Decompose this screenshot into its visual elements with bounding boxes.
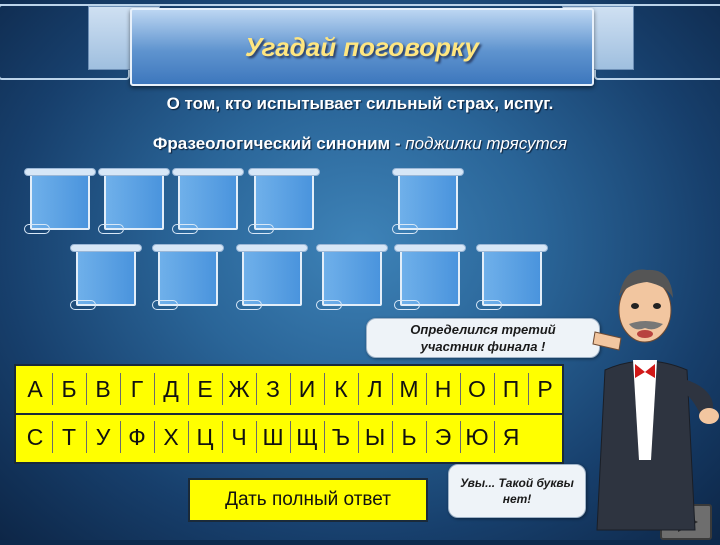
- key-divider: [86, 421, 87, 453]
- answer-tile: [236, 244, 308, 310]
- letter-key[interactable]: Ф: [128, 423, 146, 450]
- letter-key[interactable]: И: [298, 375, 316, 402]
- letter-key[interactable]: Д: [163, 375, 179, 402]
- key-divider: [290, 373, 291, 405]
- letter-key[interactable]: Ю: [465, 423, 489, 450]
- answer-tile: [392, 168, 464, 234]
- full-answer-label: Дать полный ответ: [225, 489, 391, 510]
- key-divider: [426, 373, 427, 405]
- answer-tile: [248, 168, 320, 234]
- key-divider: [460, 373, 461, 405]
- host-character: [575, 260, 720, 540]
- answer-tile: [172, 168, 244, 234]
- key-divider: [120, 373, 121, 405]
- key-divider: [188, 373, 189, 405]
- key-divider: [494, 373, 495, 405]
- key-divider: [392, 421, 393, 453]
- key-divider: [52, 373, 53, 405]
- letter-key[interactable]: Г: [130, 375, 144, 402]
- letter-key[interactable]: Б: [61, 375, 77, 402]
- key-divider: [392, 373, 393, 405]
- answer-tile: [24, 168, 96, 234]
- letter-key[interactable]: Ч: [231, 423, 247, 450]
- title-banner: Угадай поговорку: [130, 8, 594, 86]
- finalist-speech-bubble: Определился третий участник финала !: [366, 318, 600, 358]
- answer-tile: [152, 244, 224, 310]
- riddle-description: О том, кто испытывает сильный страх, исп…: [0, 94, 720, 114]
- letter-key[interactable]: У: [95, 423, 111, 450]
- key-divider: [154, 373, 155, 405]
- key-divider: [52, 421, 53, 453]
- letter-key[interactable]: Е: [197, 375, 213, 402]
- letter-key[interactable]: З: [266, 375, 280, 402]
- key-divider: [120, 421, 121, 453]
- letter-key[interactable]: В: [95, 375, 111, 402]
- letter-key[interactable]: Ш: [262, 423, 284, 450]
- key-divider: [460, 421, 461, 453]
- letter-key[interactable]: С: [26, 423, 44, 450]
- no-letter-text: Увы... Такой буквы нет!: [460, 476, 574, 506]
- letter-key[interactable]: Т: [61, 423, 77, 450]
- answer-tile: [394, 244, 466, 310]
- key-divider: [324, 373, 325, 405]
- key-divider: [154, 421, 155, 453]
- key-divider: [494, 421, 495, 453]
- answer-tile: [98, 168, 170, 234]
- key-divider: [290, 421, 291, 453]
- letter-key[interactable]: П: [502, 375, 520, 402]
- key-divider: [222, 421, 223, 453]
- letter-key[interactable]: Л: [367, 375, 383, 402]
- synonym-value: поджилки трясутся: [405, 134, 568, 153]
- key-divider: [222, 373, 223, 405]
- answer-tile: [316, 244, 388, 310]
- key-divider: [426, 421, 427, 453]
- synonym-line: Фразеологический синоним - поджилки тряс…: [0, 134, 720, 154]
- letter-key[interactable]: Ц: [196, 423, 214, 450]
- letter-key[interactable]: Ь: [401, 423, 417, 450]
- page-title: Угадай поговорку: [245, 31, 479, 62]
- key-divider: [256, 421, 257, 453]
- letter-key[interactable]: Щ: [296, 423, 318, 450]
- letter-key[interactable]: Э: [434, 423, 452, 450]
- letter-key[interactable]: Ы: [364, 423, 386, 450]
- answer-tile: [70, 244, 142, 310]
- answer-tile: [476, 244, 548, 310]
- key-divider: [86, 373, 87, 405]
- keyboard-row-divider: [16, 413, 562, 415]
- letter-key[interactable]: Н: [434, 375, 452, 402]
- key-divider: [324, 421, 325, 453]
- letter-key[interactable]: Я: [502, 423, 520, 450]
- key-divider: [256, 373, 257, 405]
- synonym-label: Фразеологический синоним -: [152, 134, 401, 153]
- host-figure-icon: [592, 269, 719, 531]
- finalist-text: Определился третий участник финала !: [410, 322, 556, 354]
- key-divider: [528, 373, 529, 405]
- frame-line-top: [0, 4, 720, 6]
- letter-key[interactable]: Ж: [228, 375, 250, 402]
- letter-key[interactable]: О: [468, 375, 486, 402]
- full-answer-button[interactable]: Дать полный ответ: [188, 478, 428, 522]
- letter-key[interactable]: Х: [163, 423, 179, 450]
- letter-key[interactable]: Р: [537, 375, 553, 402]
- letter-key[interactable]: К: [334, 375, 348, 402]
- letter-key[interactable]: Ъ: [331, 423, 351, 450]
- key-divider: [358, 421, 359, 453]
- riddle-description-text: О том, кто испытывает сильный страх, исп…: [166, 94, 554, 113]
- no-letter-speech-bubble: Увы... Такой буквы нет!: [448, 464, 586, 518]
- key-divider: [358, 373, 359, 405]
- letter-key[interactable]: М: [399, 375, 419, 402]
- key-divider: [188, 421, 189, 453]
- letter-key[interactable]: А: [27, 375, 43, 402]
